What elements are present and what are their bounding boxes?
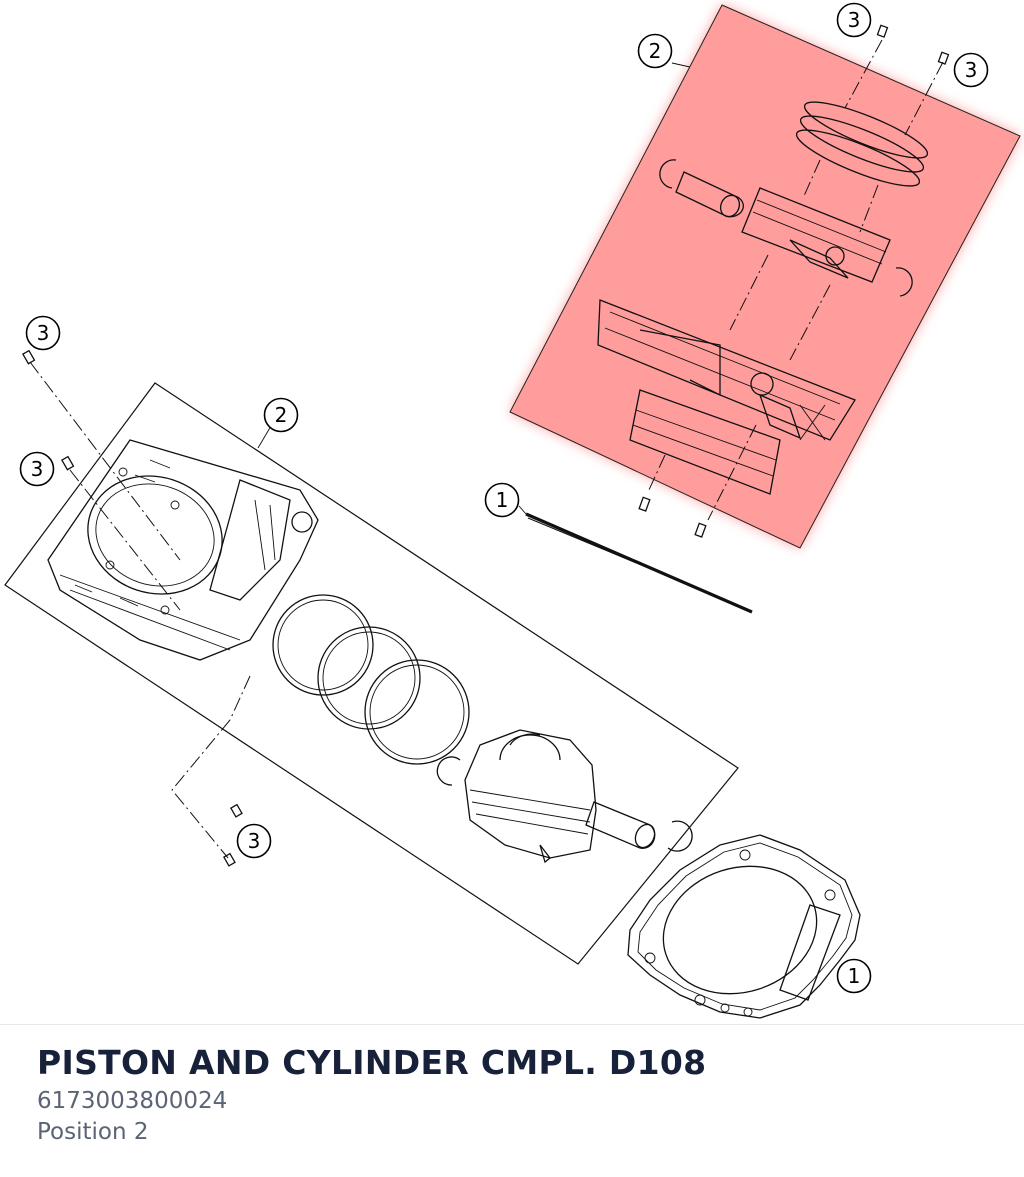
- cylinder-main: [47, 439, 319, 661]
- exploded-parts-diagram: 2 3 3 1 3 2 3 3 1: [4, 2, 1021, 1019]
- part-info-panel: PISTON AND CYLINDER CMPL. D108 617300380…: [37, 1040, 997, 1148]
- piston-main: [464, 729, 597, 864]
- callout-3-top-left[interactable]: 3: [836, 2, 872, 38]
- callout-3-left-mid[interactable]: 3: [19, 451, 55, 487]
- callout-2-top[interactable]: 2: [637, 33, 673, 69]
- svg-text:1: 1: [496, 488, 509, 512]
- piston-rings-top: [795, 101, 929, 187]
- svg-text:3: 3: [848, 8, 861, 32]
- svg-text:2: 2: [649, 39, 662, 63]
- callout-2-main[interactable]: 2: [263, 397, 299, 433]
- circlip-main-right: [667, 820, 693, 852]
- highlighted-assembly-group[interactable]: [509, 4, 1021, 549]
- svg-text:3: 3: [37, 321, 50, 345]
- piston-top: [741, 187, 891, 283]
- piston-pin-main: [585, 801, 656, 849]
- main-assembly-group: [4, 349, 739, 965]
- piston-rings-main: [272, 594, 470, 765]
- callout-1-strip[interactable]: 1: [484, 482, 520, 518]
- callout-3-bottom[interactable]: 3: [236, 823, 272, 859]
- svg-text:3: 3: [31, 457, 44, 481]
- highlight-area: [509, 4, 1021, 549]
- info-divider: [0, 1024, 1024, 1025]
- svg-text:3: 3: [965, 58, 978, 82]
- callout-3-left-top[interactable]: 3: [25, 315, 61, 351]
- cylinder-head-gasket-strip: [525, 512, 753, 614]
- part-title: PISTON AND CYLINDER CMPL. D108: [37, 1043, 707, 1082]
- svg-text:3: 3: [248, 829, 261, 853]
- circlip-right: [895, 267, 913, 297]
- circlip-main-left: [436, 756, 461, 786]
- circlip-left: [659, 159, 677, 189]
- piston-pin-top: [675, 171, 744, 218]
- assembly-frame: [4, 382, 739, 965]
- callout-3-top-right[interactable]: 3: [953, 52, 989, 88]
- position-label: Position 2: [37, 1119, 149, 1145]
- cylinder-top: [597, 299, 856, 495]
- svg-text:1: 1: [848, 964, 861, 988]
- svg-text:2: 2: [275, 403, 288, 427]
- cylinder-base-gasket: [627, 834, 861, 1019]
- callout-1-gasket[interactable]: 1: [836, 958, 872, 994]
- part-number: 6173003800024: [37, 1088, 228, 1114]
